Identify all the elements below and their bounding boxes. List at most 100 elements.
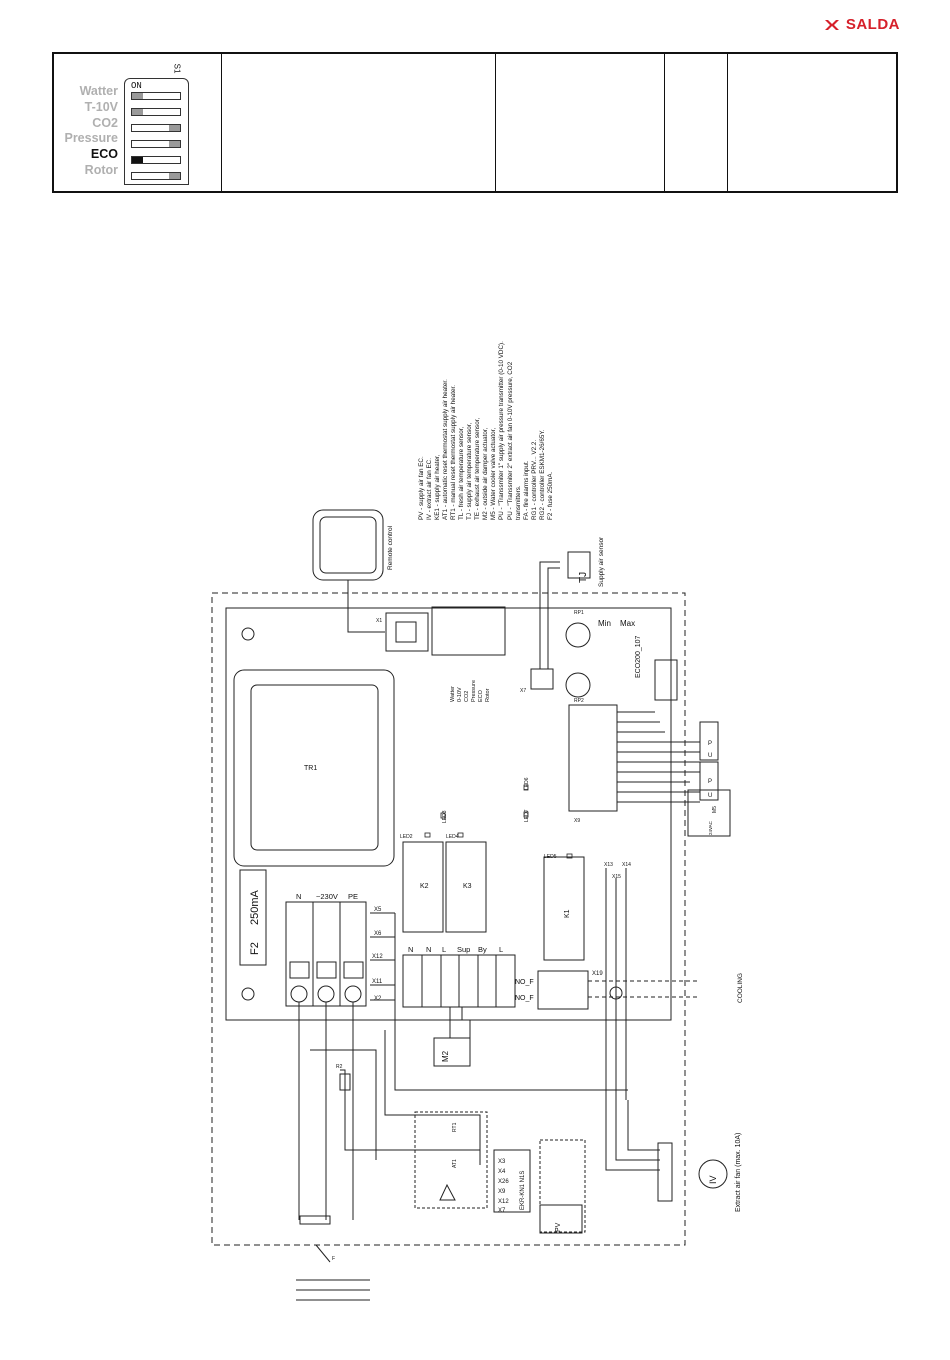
- m5-valve: [687, 789, 731, 837]
- conn-x13: X13: [604, 862, 613, 868]
- nof-terminals: [537, 970, 589, 1010]
- fuse-label-1: F2: [249, 942, 261, 955]
- main-fuse-label: F: [332, 1256, 335, 1262]
- rt1-label: RT1: [452, 1122, 458, 1132]
- remote-control-label: Remote control: [387, 525, 394, 570]
- relay-k2-label: K2: [420, 883, 429, 890]
- dip-switch: ON: [124, 78, 189, 185]
- led4-label: LED4: [446, 834, 459, 840]
- dip-switch-4[interactable]: [131, 140, 181, 148]
- pu-transmitter-1: [699, 721, 719, 761]
- board-id-label: ECO200_107: [635, 635, 642, 678]
- header-table: Watter T-10V CO2 Pressure ECO Rotor ON S…: [52, 52, 898, 193]
- conn-x2: X2: [374, 996, 382, 1002]
- ekr-row-x3: X3: [498, 1159, 506, 1165]
- pot-min-label: Min: [598, 619, 611, 628]
- enclosure-outline: [211, 592, 686, 1246]
- r2-label: R2: [336, 1064, 343, 1070]
- term-hdr-n1: N: [408, 945, 413, 954]
- m2-actuator: [433, 1037, 471, 1067]
- main-board: [225, 607, 672, 1021]
- ekr-terminal-block: [493, 1149, 531, 1213]
- relay-k1: [543, 856, 585, 961]
- header-cell-3: [496, 54, 665, 191]
- mount-hole: [241, 987, 255, 1001]
- conn-x19: X19: [592, 971, 603, 977]
- conn-x9: X9: [574, 818, 580, 824]
- ekr-row-x7: X7: [498, 1208, 506, 1214]
- term-hdr-l: L: [442, 945, 446, 954]
- conn-x15: X15: [612, 874, 621, 880]
- term-hdr-sup: Sup: [457, 945, 470, 954]
- fuse-box: [239, 869, 267, 966]
- led5-label: LED5: [544, 854, 557, 860]
- switch-label-rotor: Rotor: [84, 162, 118, 177]
- ekr-row-x9: X9: [498, 1189, 506, 1195]
- pot-rp2: [565, 672, 591, 698]
- relay-k1-label: K1: [564, 909, 571, 918]
- ekr-row-x4: X4: [498, 1169, 506, 1175]
- dip-switch-1[interactable]: [131, 92, 181, 100]
- dip-switch-3[interactable]: [131, 124, 181, 132]
- conn-x14: X14: [622, 862, 631, 868]
- switch-label-watter: Watter: [79, 84, 118, 98]
- pu-label-u1: U: [708, 753, 712, 759]
- switch-labels: Watter T-10V CO2 Pressure ECO Rotor: [62, 84, 118, 179]
- led6-label: LED6: [524, 777, 530, 790]
- pv-block-label: PV: [555, 1222, 562, 1232]
- nof-label-1: NO_F: [515, 979, 534, 986]
- transformer-outer: [233, 669, 395, 867]
- led2-label: LED2: [400, 834, 413, 840]
- conn-x5: X5: [374, 907, 382, 913]
- pot-max-label: Max: [620, 619, 635, 628]
- fire-alarm-block: [654, 659, 678, 701]
- pu-label-u2: U: [708, 793, 712, 799]
- power-term-230v: ~230V: [316, 892, 338, 901]
- relay-k3-label: K3: [463, 883, 472, 890]
- conn-x7: X7: [520, 688, 526, 694]
- pu-transmitter-2: [699, 761, 719, 801]
- pv-terminal-area: [539, 1139, 586, 1233]
- header-cell-4: [665, 54, 728, 191]
- board-dip-switch: [431, 606, 506, 656]
- remote-control: [312, 509, 384, 581]
- heater-control-area: [414, 1111, 488, 1209]
- power-terminal-block: [285, 901, 367, 1007]
- nof-label-2: NO_F: [515, 995, 534, 1002]
- board-sw-co2: CO2: [464, 691, 470, 702]
- board-sw-rotor: Rotor: [485, 688, 491, 702]
- transformer-inner: [250, 684, 379, 851]
- cooling-label: COOLING: [737, 973, 744, 1003]
- pv-block: [539, 1204, 583, 1234]
- term-hdr-n2: N: [426, 945, 431, 954]
- conn-x11: X11: [372, 979, 383, 985]
- conn-x6: X6: [374, 931, 382, 937]
- pot-rp1: [565, 622, 591, 648]
- relay-k3: [445, 841, 487, 933]
- dip-switch-2[interactable]: [131, 108, 181, 116]
- conn-x12: X12: [372, 954, 383, 960]
- led7-label: LED7: [524, 809, 530, 822]
- switch-label-co2: CO2: [92, 115, 118, 130]
- power-term-pe: PE: [348, 892, 358, 901]
- header-cell-2: [222, 54, 496, 191]
- power-term-n: N: [296, 892, 301, 901]
- dip-on-label: ON: [131, 81, 142, 91]
- mount-hole: [241, 627, 255, 641]
- dip-switch-5[interactable]: [131, 156, 181, 164]
- r2-resistor: [339, 1073, 351, 1091]
- conn-x1: X1: [376, 618, 382, 624]
- valve-m5-label: M5: [712, 806, 718, 813]
- term-hdr-l2: L: [499, 945, 503, 954]
- switch-label-eco: ECO: [90, 147, 118, 162]
- relay-k2: [402, 841, 444, 933]
- pot-rp1-label: RP1: [574, 610, 584, 616]
- dip-switch-6[interactable]: [131, 172, 181, 180]
- extract-fan-label: Extract air fan (max. 10A): [735, 1133, 742, 1212]
- salda-logo-icon: [824, 19, 839, 30]
- led3-label: LED3: [442, 810, 448, 823]
- fuse-label-2: 250mA: [249, 889, 261, 925]
- brand-logo: SALDA: [824, 16, 900, 33]
- m2-label: M2: [441, 1050, 450, 1062]
